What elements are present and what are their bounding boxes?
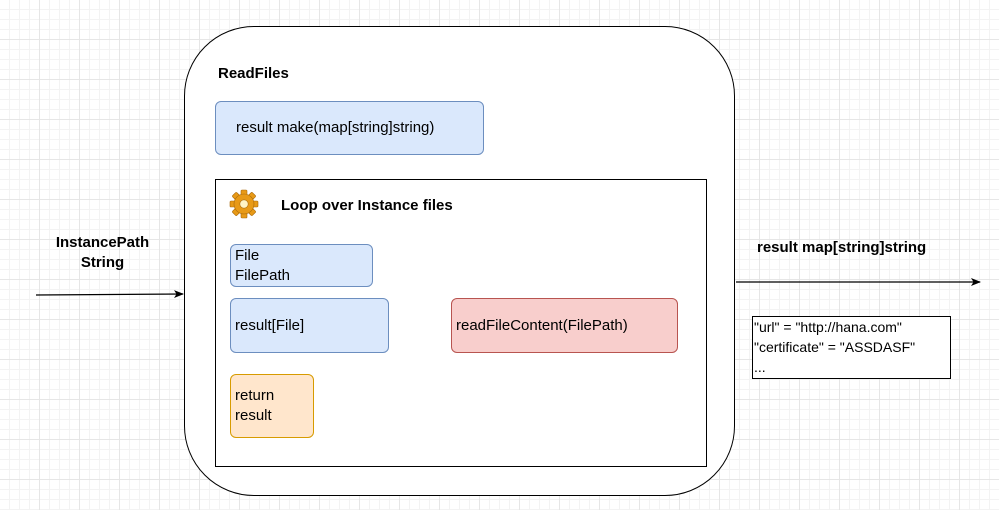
input-arrow xyxy=(35,290,184,299)
file-box[interactable]: File FilePath xyxy=(230,244,373,287)
input-label-line1: InstancePath xyxy=(55,234,150,251)
input-label: InstancePath String xyxy=(40,233,165,273)
input-label-line2: String xyxy=(80,254,125,271)
return-result-box[interactable]: return result xyxy=(230,374,314,438)
result-file-label: result[File] xyxy=(235,316,305,334)
make-result-label: result make(map[string]string) xyxy=(236,119,435,136)
read-file-content-label: readFileContent(FilePath) xyxy=(456,316,628,334)
output-label: result map[string]string xyxy=(757,239,927,256)
gear-icon xyxy=(229,189,259,219)
make-result-box[interactable]: result make(map[string]string) xyxy=(215,101,484,155)
note-line: "certificate" = "ASSDASF" xyxy=(754,339,916,355)
read-file-content-box[interactable]: readFileContent(FilePath) xyxy=(451,298,678,353)
output-example-note: "url" = "http://hana.com" "certificate" … xyxy=(752,316,951,379)
result-file-box[interactable]: result[File] xyxy=(230,298,389,353)
loop-title: Loop over Instance files xyxy=(281,197,453,214)
readfiles-title: ReadFiles xyxy=(218,65,289,82)
note-line: "url" = "http://hana.com" xyxy=(754,319,902,335)
note-line: ... xyxy=(754,359,766,375)
